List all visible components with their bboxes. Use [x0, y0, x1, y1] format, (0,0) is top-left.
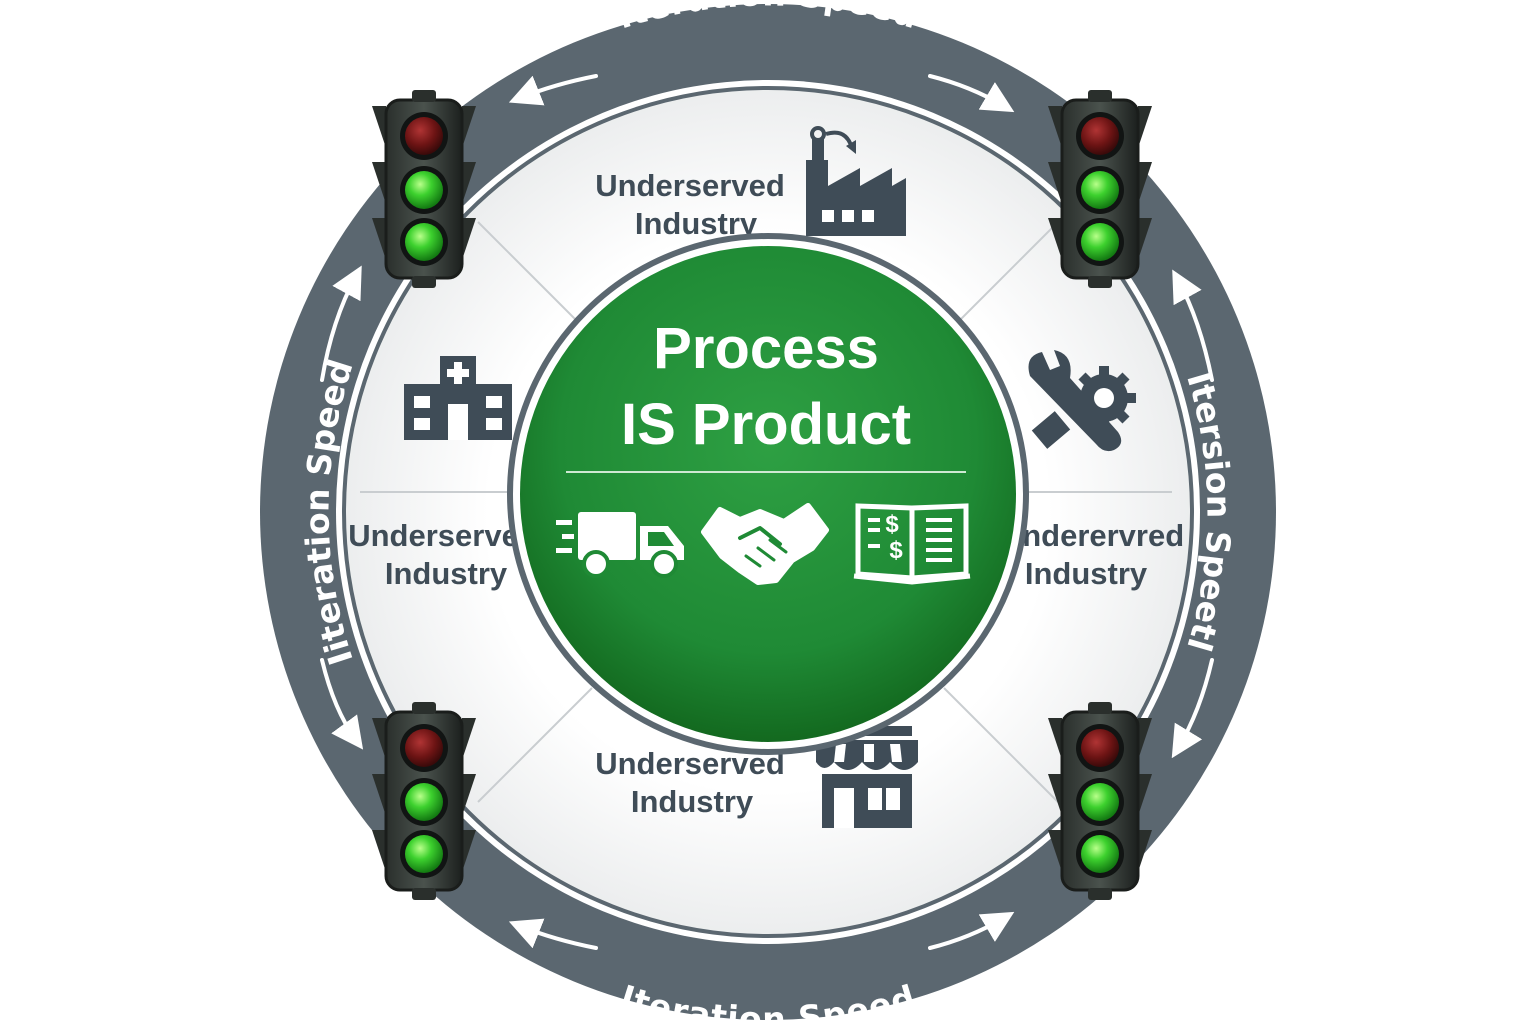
- segment-left: Underserved Industry: [348, 356, 538, 591]
- traffic-light-bottom-right-lamp-2-green: [1081, 783, 1119, 821]
- handshake-icon: [701, 503, 829, 585]
- center-title-line1: Process: [653, 316, 879, 381]
- segment-top: Underserved Industry: [595, 126, 906, 241]
- segment-left-label-line1: Underserved: [348, 518, 538, 553]
- segment-left-label-line2: Industry: [385, 556, 508, 591]
- ring-arrows: [320, 74, 1214, 950]
- segment-right-label-line1: Underervred: [1000, 518, 1184, 553]
- svg-text:$: $: [885, 511, 899, 538]
- traffic-light-bottom-left-lamp-3-green: [405, 835, 443, 873]
- traffic-light-bottom-left-lamp-2-green: [405, 783, 443, 821]
- center-circle: [520, 246, 1016, 742]
- hospital-icon: [404, 356, 512, 440]
- traffic-light-bottom-right: [1048, 702, 1152, 900]
- ledger-book-icon: $ $: [853, 503, 971, 585]
- traffic-light-top-left-lamp-3-green: [405, 223, 443, 261]
- traffic-light-top-left: [372, 90, 476, 288]
- segment-right-label-line2: Industry: [1025, 556, 1148, 591]
- factory-icon: [806, 126, 906, 236]
- traffic-light-top-left-lamp-2-green: [405, 171, 443, 209]
- segment-bottom-label-line2: Industry: [631, 784, 754, 819]
- traffic-light-top-right: [1048, 90, 1152, 288]
- truck-icon: [556, 512, 684, 578]
- svg-text:$: $: [889, 537, 903, 564]
- traffic-lights: [372, 90, 1152, 900]
- traffic-light-top-right-lamp-2-green: [1081, 171, 1119, 209]
- traffic-light-top-right-lamp-3-green: [1081, 223, 1119, 261]
- traffic-light-bottom-right-lamp-1-red: [1081, 729, 1119, 767]
- traffic-light-bottom-left: [372, 702, 476, 900]
- segment-dividers: [360, 221, 1172, 803]
- segment-right: Underervred Industry: [1000, 350, 1184, 591]
- traffic-light-top-right-lamp-1-red: [1081, 117, 1119, 155]
- traffic-light-bottom-left-lamp-1-red: [405, 729, 443, 767]
- center-title-line2: IS Product: [621, 392, 911, 457]
- segment-top-label-line1: Underserved: [595, 168, 785, 203]
- wrench-gear-icon: [1028, 350, 1136, 452]
- traffic-light-bottom-right-lamp-3-green: [1081, 835, 1119, 873]
- traffic-light-top-left-lamp-1-red: [405, 117, 443, 155]
